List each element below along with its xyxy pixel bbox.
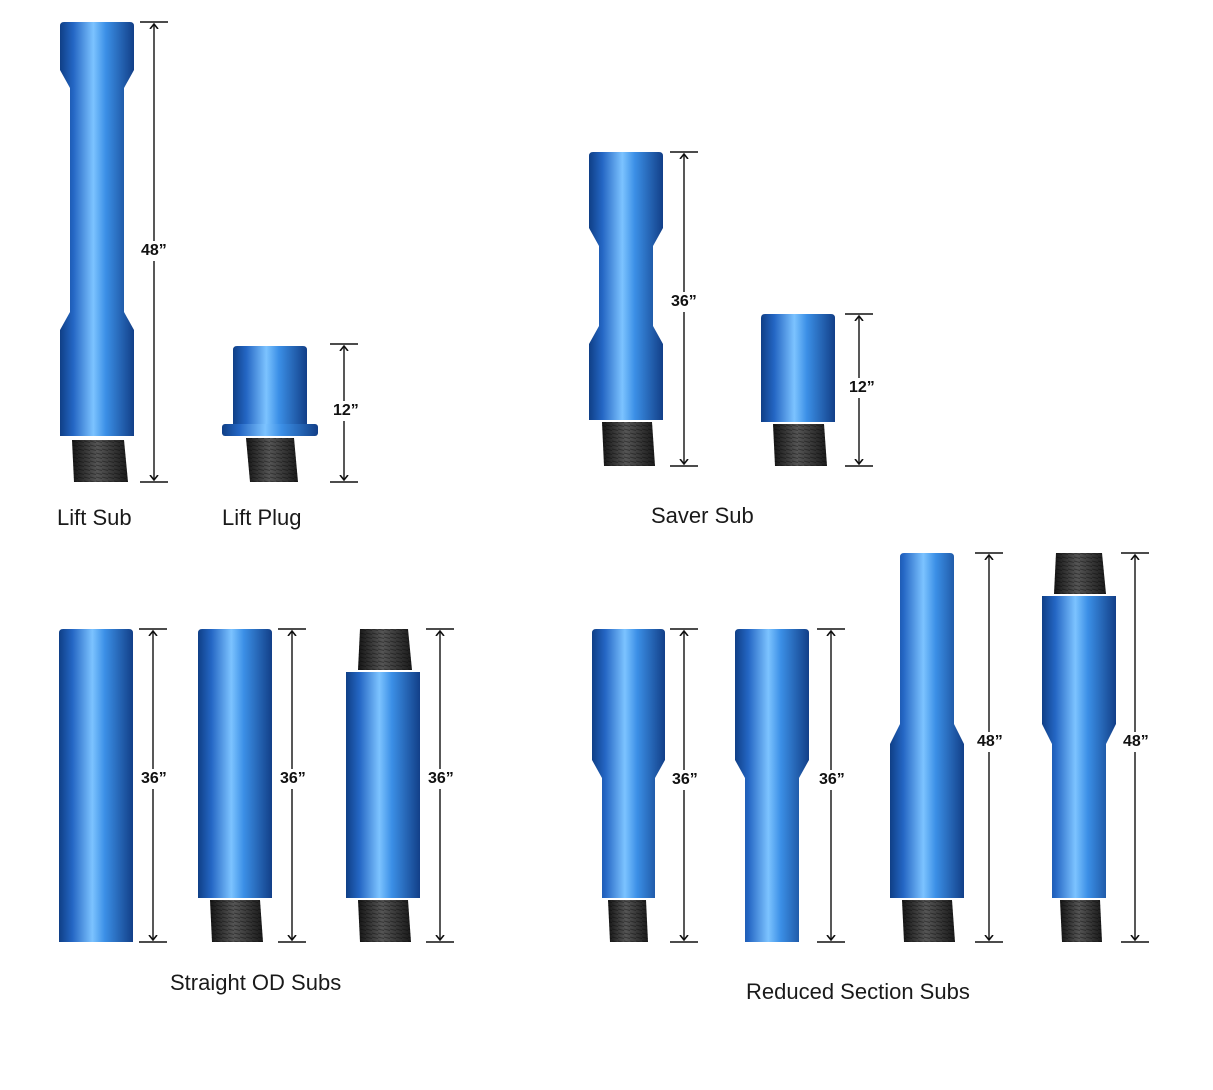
lift-sub-tool [60, 22, 134, 482]
reduced-section-sub-dimension-4: 48” [1123, 732, 1149, 752]
reduced-section-sub-4 [1042, 553, 1116, 942]
lift-sub-label: Lift Sub [57, 505, 132, 530]
reduced-section-sub-dimension-2: 36” [819, 770, 845, 790]
lift-plug-tool [222, 346, 318, 482]
straight-od-sub-3 [346, 629, 420, 942]
straight-od-sub-dimension-2: 36” [280, 769, 306, 789]
straight-od-sub-dimension-3: 36” [428, 769, 454, 789]
straight-od-sub-1 [59, 629, 133, 942]
straight-od-sub-dimension-1: 36” [141, 769, 167, 789]
reduced-section-sub-1 [592, 629, 665, 942]
reduced-section-sub-dimension-1: 36” [672, 770, 698, 790]
saver-sub-label: Saver Sub [651, 503, 754, 528]
reduced-section-subs-label: Reduced Section Subs [746, 979, 970, 1004]
lift-sub-dimension: 48” [141, 241, 167, 261]
saver-sub-short-tool [761, 314, 835, 466]
reduced-section-sub-dimension-3: 48” [977, 732, 1003, 752]
reduced-section-sub-2 [735, 629, 809, 942]
straight-od-subs-label: Straight OD Subs [170, 970, 342, 995]
lift-plug-dimension: 12” [333, 401, 359, 421]
lift-plug-label: Lift Plug [222, 505, 302, 530]
straight-od-sub-2 [198, 629, 272, 942]
reduced-section-sub-3 [890, 553, 964, 942]
saver-sub-tool [589, 152, 663, 466]
saver-sub-dimension-1: 36” [671, 292, 697, 312]
saver-sub-dimension-2: 12” [849, 378, 875, 398]
